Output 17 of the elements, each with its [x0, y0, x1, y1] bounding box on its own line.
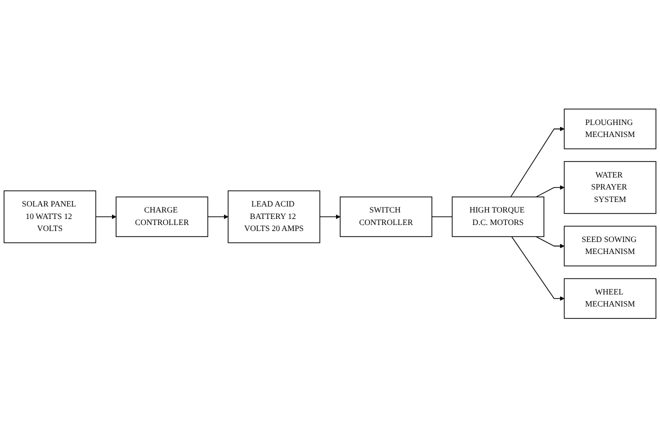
- node-box: WATER SPRAYER SYSTEM: [564, 161, 656, 214]
- node-box: SWITCH CONTROLLER: [340, 196, 432, 238]
- node-box: PLOUGHING MECHANISM: [564, 108, 656, 150]
- connector: [431, 216, 453, 218]
- arrow: [319, 214, 340, 220]
- node-box: HIGH TORQUE D.C. MOTORS: [452, 196, 544, 238]
- node-box: SEED SOWING MECHANISM: [564, 226, 656, 267]
- node-box: LEAD ACID BATTERY 12 VOLTS 20 AMPS: [228, 190, 320, 244]
- node-box: CHARGE CONTROLLER: [116, 196, 208, 238]
- arrow: [511, 236, 564, 302]
- arrow: [536, 186, 564, 198]
- arrow: [510, 126, 564, 198]
- arrow: [95, 214, 116, 220]
- node-box: SOLAR PANEL 10 WATTS 12 VOLTS: [4, 190, 96, 244]
- node-box: WHEEL MECHANISM: [564, 278, 656, 320]
- arrow: [536, 236, 564, 249]
- arrow: [207, 214, 228, 220]
